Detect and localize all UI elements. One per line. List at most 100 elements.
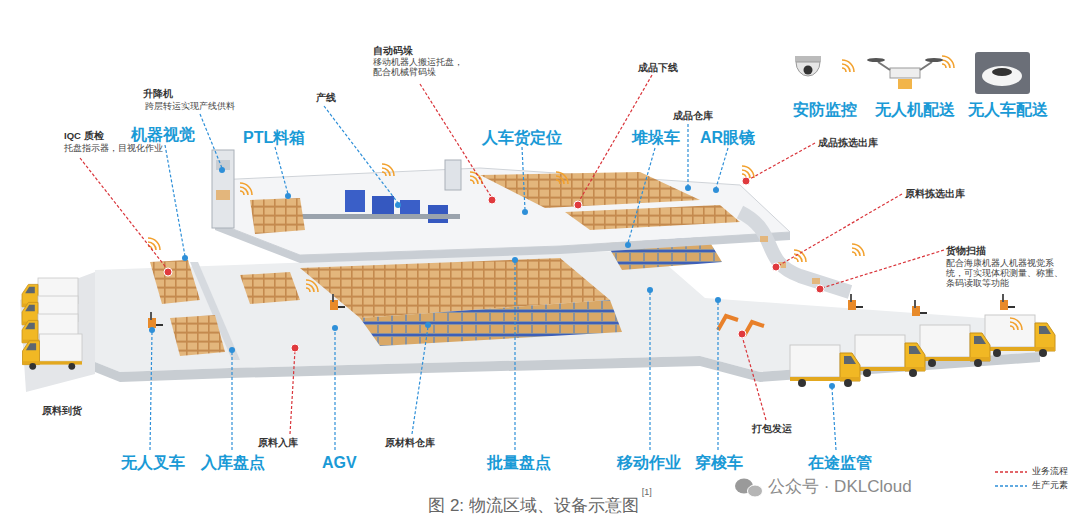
art-circle <box>164 268 172 276</box>
art-use <box>1000 294 1015 310</box>
element-label: 移动作业 <box>617 453 681 472</box>
art-path <box>796 62 820 76</box>
art-use <box>148 238 160 250</box>
art-use <box>790 345 860 387</box>
art-rect <box>812 278 820 284</box>
element-label: 机器视觉 <box>131 125 195 144</box>
element-label: 无人叉车 <box>121 453 185 472</box>
art-line <box>995 485 1027 486</box>
flow-label: 成品下线 <box>638 62 678 73</box>
art-use <box>148 312 163 328</box>
art-polygon <box>20 272 95 392</box>
art-circle <box>219 167 225 173</box>
art-rect <box>898 79 912 89</box>
art-circle <box>488 196 496 204</box>
art-path <box>522 147 525 210</box>
art-path <box>165 145 185 256</box>
art-path <box>718 316 738 330</box>
art-ellipse <box>748 485 763 497</box>
art-path <box>832 388 836 450</box>
art-path <box>716 148 728 188</box>
note-heading: 货物扫描 <box>946 245 986 256</box>
art-use <box>848 294 863 310</box>
art-circle <box>804 66 813 75</box>
art-path <box>649 292 650 450</box>
art-path <box>742 336 766 420</box>
art-polygon <box>170 315 225 356</box>
flow-label: 成品拣选出库 <box>818 137 878 148</box>
art-path <box>275 147 288 194</box>
art-use <box>306 280 318 292</box>
art-use <box>1010 318 1022 330</box>
art-use <box>852 244 864 256</box>
art-polygon <box>150 260 200 304</box>
element-label: 人车货定位 <box>482 128 562 147</box>
art-path <box>324 106 398 203</box>
art-use <box>985 315 1055 357</box>
art-path <box>687 124 688 186</box>
art-ellipse <box>925 58 943 62</box>
art-rect <box>890 68 920 78</box>
art-g <box>164 177 824 352</box>
art-use <box>742 166 754 178</box>
art-path <box>290 350 295 434</box>
art-line <box>878 62 890 70</box>
art-use <box>942 56 954 68</box>
art-circle <box>625 242 631 248</box>
note-heading: IQC 质检 <box>64 130 104 141</box>
art-circle <box>332 325 338 331</box>
caption-row: 图 2: 物流区域、设备示意图[1] <box>0 494 1080 517</box>
art-circle <box>285 193 291 199</box>
art-rect <box>216 190 230 200</box>
element-label: 批量盘点 <box>487 453 551 472</box>
art-polygon <box>250 198 305 234</box>
element-label: 无人机配送 <box>875 100 955 119</box>
art-circle <box>685 185 691 191</box>
flow-label: 原料拣选出库 <box>905 188 965 199</box>
art-use <box>22 334 82 370</box>
element-label: 入库盘点 <box>201 453 265 472</box>
art-path <box>514 262 515 450</box>
element-label: 穿梭车 <box>695 453 743 472</box>
art-circle <box>713 187 719 193</box>
art-use <box>842 60 854 72</box>
art-circle <box>742 177 750 185</box>
art-path <box>778 194 902 266</box>
art-ellipse <box>992 68 1012 76</box>
flow-label: 原料到货 <box>42 405 82 416</box>
art-polygon <box>565 205 740 230</box>
art-circle <box>829 383 835 389</box>
art-path <box>334 330 335 450</box>
art-ellipse <box>982 66 1022 86</box>
art-ellipse <box>867 58 885 62</box>
art-circle <box>738 330 746 338</box>
art-circle <box>229 347 235 353</box>
art-g <box>80 75 944 434</box>
art-circle <box>772 263 780 271</box>
art-circle <box>425 322 431 328</box>
art-rect <box>975 52 1030 94</box>
note-heading: 自动码垛 <box>373 45 413 56</box>
element-label: 安防监控 <box>793 100 857 119</box>
art-use <box>920 325 990 367</box>
art-rect <box>795 56 821 62</box>
flow-label: 原料入库 <box>258 437 298 448</box>
art-path <box>420 84 492 198</box>
art-use <box>330 294 345 310</box>
note-heading: 升降机 <box>143 88 173 99</box>
note-body: 移动机器人搬运托盘， 配合机械臂码垛 <box>373 57 465 77</box>
reference-mark: [1] <box>642 487 652 497</box>
art-circle <box>182 255 188 261</box>
art-use <box>240 183 252 195</box>
art-polygon <box>240 272 300 304</box>
caption: 图 2: 物流区域、设备示意图 <box>428 494 639 517</box>
art-path <box>717 302 718 450</box>
art-circle <box>647 287 653 293</box>
art-path <box>740 212 850 292</box>
element-label: AGV <box>322 453 357 472</box>
element-label: PTL料箱 <box>243 128 305 147</box>
art-rect <box>300 214 460 219</box>
legend-text: 生产元素 <box>1032 480 1068 491</box>
art-use <box>556 172 568 184</box>
